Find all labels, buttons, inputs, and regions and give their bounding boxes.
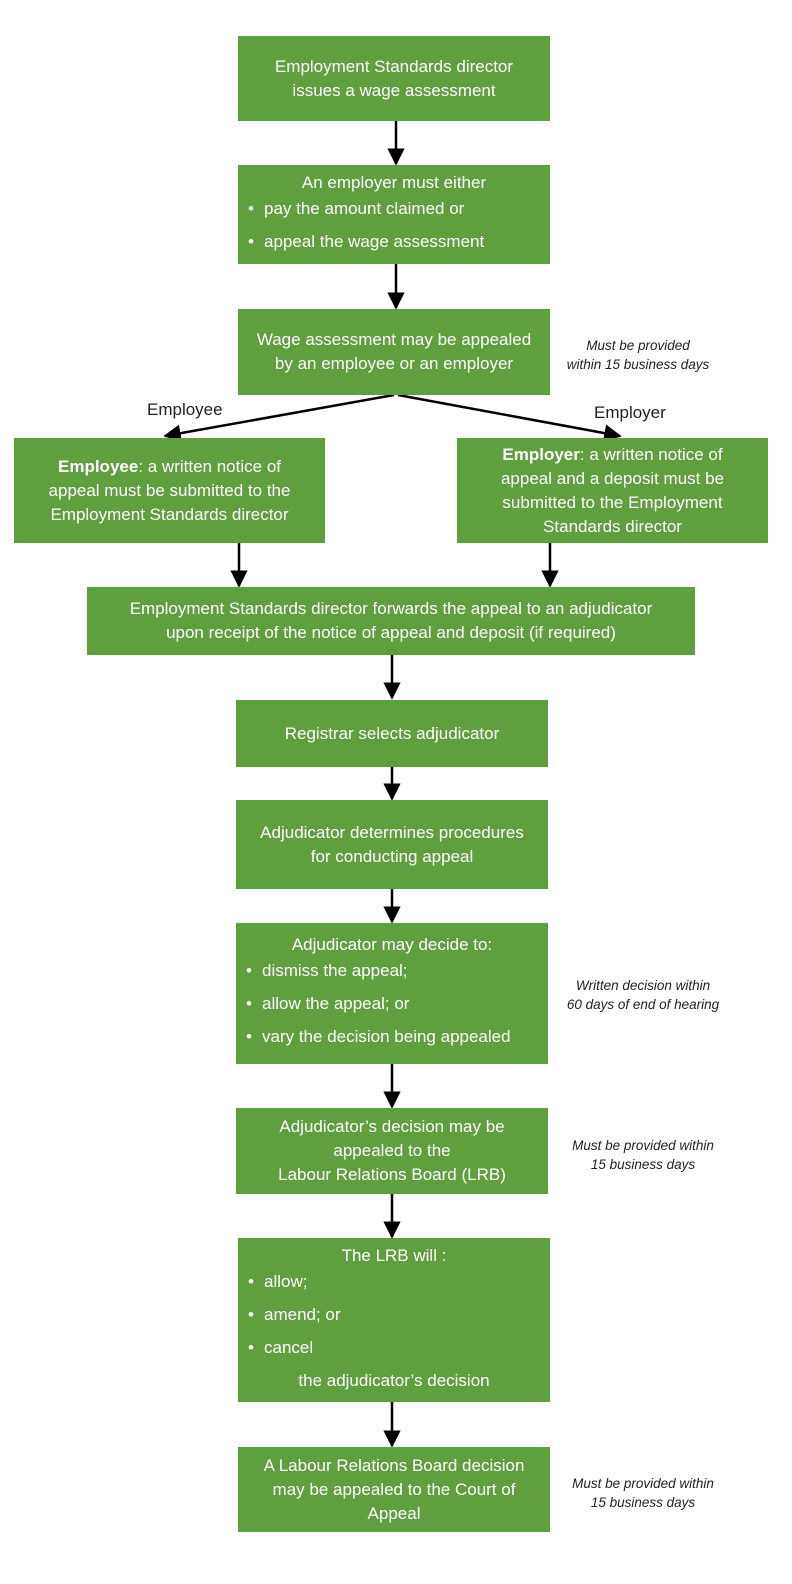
step-adjudicator-decision: Adjudicator may decide to: • dismiss the …	[236, 923, 548, 1064]
step-employee-notice: Employee: a written notice of appeal mus…	[14, 438, 325, 543]
step-line: may be appealed to the Court of	[272, 1479, 516, 1499]
employee-bold: Employee	[58, 456, 139, 476]
step-line: issues a wage assessment	[292, 80, 496, 100]
step-appeal-to-lrb: Adjudicator’s decision may be appealed t…	[236, 1108, 548, 1194]
note-line: Must be provided within	[572, 1138, 714, 1153]
step-line: A Labour Relations Board decision	[263, 1455, 525, 1475]
step-line: Employment Standards director forwards t…	[129, 599, 653, 618]
list-item-text: allow the appeal; or	[262, 994, 410, 1013]
step-heading: Adjudicator may decide to:	[291, 935, 493, 954]
note-court-deadline: Must be provided within 15 business days	[543, 1474, 743, 1512]
step-line: Employment Standards director	[274, 56, 514, 76]
note-lrb-deadline: Must be provided within 15 business days	[543, 1136, 743, 1174]
employer-bold: Employer	[502, 444, 580, 464]
step-appeal-wage-assessment: Wage assessment may be appealed by an em…	[238, 309, 550, 395]
bullet-icon: •	[248, 1272, 254, 1291]
list-item-text: dismiss the appeal;	[262, 961, 408, 980]
branch-label-employer: Employer	[594, 403, 666, 422]
step-line: for conducting appeal	[310, 846, 474, 866]
employee-notice-body: : a written notice of appeal must be sub…	[48, 456, 291, 524]
employer-notice-body: : a written notice of appeal and a depos…	[500, 444, 725, 536]
list-item: • allow the appeal; or	[244, 992, 540, 1016]
note-line: 60 days of end of hearing	[566, 997, 720, 1012]
step-footer: the adjudicator’s decision	[298, 1371, 490, 1390]
step-lrb-outcome: The LRB will : • allow; • amend; or • cance…	[238, 1238, 550, 1402]
step-employer-notice: Employer: a written notice of appeal and…	[457, 438, 768, 543]
list-item: • pay the amount claimed or	[246, 197, 542, 221]
arrow-step3-to-employee	[163, 393, 395, 442]
list-item: • amend; or	[246, 1303, 542, 1327]
options-list: • dismiss the appeal; • allow the appeal; …	[244, 959, 540, 1049]
step-line: appealed to the	[333, 1141, 451, 1160]
note-appeal-deadline: Must be provided within 15 business days	[538, 336, 738, 374]
employer-notice-text: Employer: a written notice of appeal and…	[481, 443, 744, 539]
bullet-icon: •	[246, 961, 252, 980]
step-heading: The LRB will :	[341, 1246, 447, 1265]
step-heading: An employer must either	[301, 173, 487, 192]
step-line: Wage assessment may be appealed	[256, 330, 532, 349]
options-list: • allow; • amend; or • cancel	[246, 1270, 542, 1360]
list-item: • cancel	[246, 1336, 542, 1360]
step-registrar-selects: Registrar selects adjudicator	[236, 700, 548, 767]
step-forward-to-adjudicator: Employment Standards director forwards t…	[87, 587, 695, 655]
list-item-text: amend; or	[264, 1305, 341, 1324]
step-line: Adjudicator’s decision may be	[279, 1117, 505, 1136]
bullet-icon: •	[248, 1338, 254, 1357]
list-item: • dismiss the appeal;	[244, 959, 540, 983]
bullet-icon: •	[248, 199, 254, 218]
arrow-step3-to-employer	[397, 393, 622, 442]
bullet-icon: •	[248, 1305, 254, 1324]
note-line: 15 business days	[590, 1157, 696, 1172]
employee-notice-text: Employee: a written notice of appeal mus…	[32, 455, 307, 527]
bullet-icon: •	[246, 1027, 252, 1046]
step-line: Appeal	[367, 1503, 421, 1523]
step-wage-assessment-issued: Employment Standards director issues a w…	[238, 36, 550, 121]
list-item: • allow;	[246, 1270, 542, 1294]
list-item-text: pay the amount claimed or	[264, 199, 465, 218]
list-item: • appeal the wage assessment	[246, 230, 542, 254]
bullet-icon: •	[246, 994, 252, 1013]
step-line: by an employee or an employer	[274, 354, 514, 373]
list-item-text: appeal the wage assessment	[264, 232, 485, 251]
note-line: within 15 business days	[566, 357, 710, 372]
note-line: Must be provided within	[572, 1476, 714, 1491]
list-item-text: vary the decision being appealed	[262, 1027, 511, 1046]
step-employer-options: An employer must either • pay the amount …	[238, 165, 550, 264]
step-line: Labour Relations Board (LRB)	[278, 1165, 506, 1184]
step-appeal-to-court: A Labour Relations Board decision may be…	[238, 1447, 550, 1532]
list-item-text: cancel	[264, 1338, 314, 1357]
step-line: Registrar selects adjudicator	[284, 723, 500, 743]
note-line: Written decision within	[575, 978, 711, 993]
step-line: Adjudicator determines procedures	[260, 822, 524, 842]
list-item-text: allow;	[264, 1272, 308, 1291]
bullet-icon: •	[248, 232, 254, 251]
step-line: upon receipt of the notice of appeal and…	[166, 623, 616, 642]
options-list: • pay the amount claimed or • appeal the w…	[246, 197, 542, 254]
list-item: • vary the decision being appealed	[244, 1025, 540, 1049]
note-line: 15 business days	[590, 1495, 696, 1510]
note-decision-deadline: Written decision within 60 days of end o…	[543, 976, 743, 1014]
branch-label-employee: Employee	[147, 400, 223, 419]
step-adjudicator-procedures: Adjudicator determines procedures for co…	[236, 800, 548, 889]
note-line: Must be provided	[586, 338, 690, 353]
